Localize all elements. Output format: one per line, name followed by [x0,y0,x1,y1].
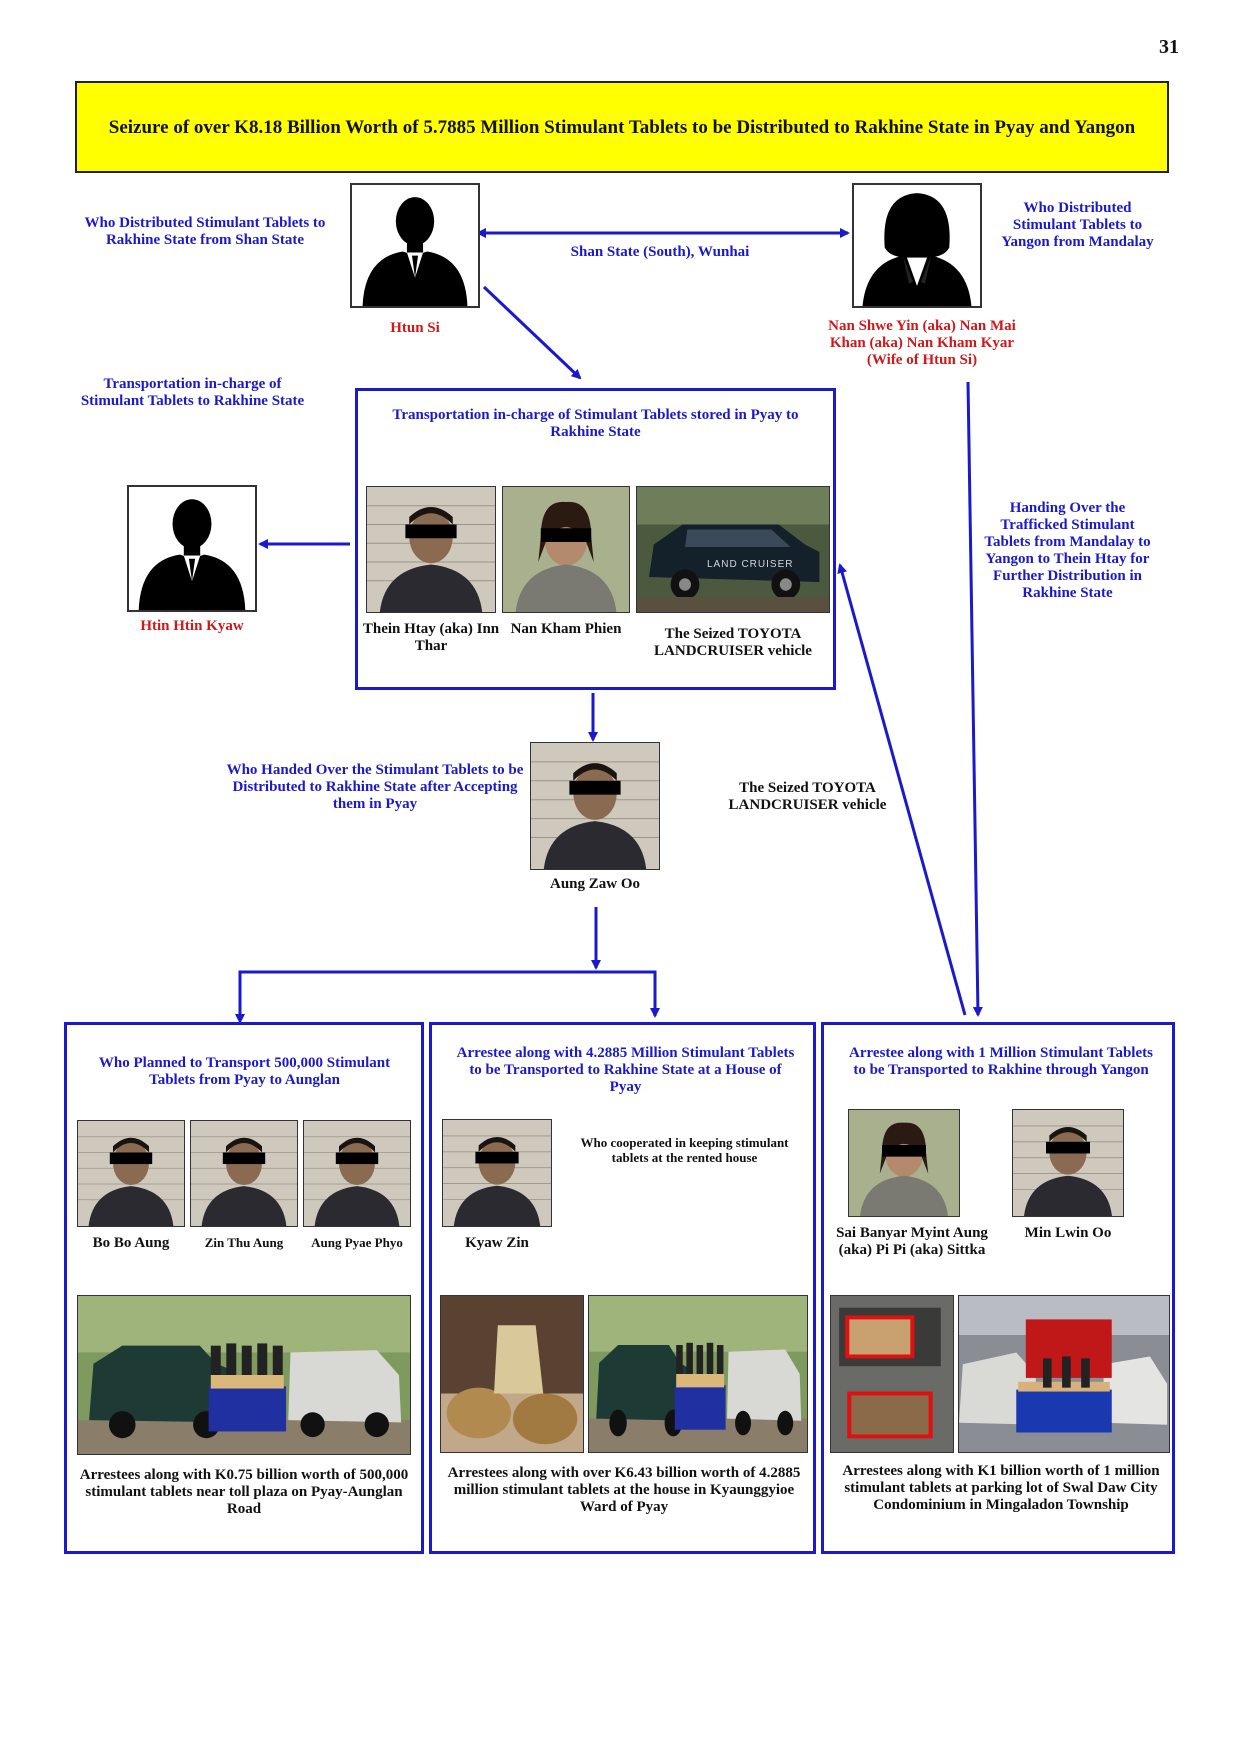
nan-shwe-yin-name: Nan Shwe Yin (aka) Nan Mai Khan (aka) Na… [828,318,1016,368]
box-title: Who Planned to Transport 500,000 Stimula… [98,1055,391,1088]
person-name: Sai Banyar Myint Aung (aka) Pi Pi (aka) … [836,1225,988,1258]
box-caption: Arrestees along with K0.75 billion worth… [79,1467,409,1517]
blurred-face-icon [190,1120,298,1227]
vehicle-icon: LAND CRUISER [636,486,830,613]
person-silhouette-icon [350,183,480,308]
arrow-nan-shwe-yin-to-yangon-box [966,381,983,1017]
blurred-face-icon [366,486,496,613]
link-label: Shan State (South), Wunhai [570,244,750,260]
seizure-photo [77,1295,411,1455]
box-title: Arrestee along with 1 Million Stimulant … [849,1045,1153,1078]
blurred-face-icon [502,486,630,613]
htun-si-role: Who Distributed Stimulant Tablets to Rak… [84,215,326,248]
box-pyay-house: Arrestee along with 4.2885 Million Stimu… [429,1022,816,1554]
arrow-htun-si-to-transport-box [482,285,582,380]
blurred-face-icon [442,1119,552,1227]
nan-shwe-yin-role: Who Distributed Stimulant Tablets to Yan… [1001,200,1154,250]
page-title: Seizure of over K8.18 Billion Worth of 5… [75,81,1169,173]
box-aunglan: Who Planned to Transport 500,000 Stimula… [64,1022,424,1554]
transport-box-title: Transportation in-charge of Stimulant Ta… [392,407,799,440]
woman-silhouette-icon [852,183,982,308]
person-name: Bo Bo Aung [92,1235,170,1251]
person-name: Nan Kham Phien [510,621,622,637]
blurred-face-icon [530,742,660,870]
htin-htin-kyaw-role: Transportation in-charge of Stimulant Ta… [80,376,305,409]
aung-zaw-oo-role: Who Handed Over the Stimulant Tablets to… [226,762,524,812]
kyaw-zin-note: Who cooperated in keeping stimulant tabl… [580,1135,789,1165]
page-number: 31 [1159,36,1179,58]
box-title: Arrestee along with 4.2885 Million Stimu… [456,1045,795,1095]
arrow-yangon-box-to-vehicle [837,563,967,1016]
box-caption: Arrestees along with over K6.43 billion … [447,1465,801,1515]
person-name: Zin Thu Aung [204,1235,284,1250]
box-yangon: Arrestee along with 1 Million Stimulant … [821,1022,1175,1554]
box-caption: Arrestees along with K1 billion worth of… [842,1463,1160,1513]
vehicle-note: The Seized TOYOTA LANDCRUISER vehicle [728,780,887,813]
vehicle-lettering: LAND CRUISER [707,559,794,570]
seizure-photo [440,1295,584,1453]
person-name: Min Lwin Oo [1024,1225,1112,1241]
handover-note: Handing Over the Trafficked Stimulant Ta… [984,500,1151,601]
seizure-photo [830,1295,954,1453]
blurred-face-icon [77,1120,185,1227]
arrow-split-left-right [235,970,660,1024]
blurred-face-icon [303,1120,411,1227]
transport-box: Transportation in-charge of Stimulant Ta… [355,388,836,690]
person-silhouette-icon [127,485,257,612]
seizure-photo [958,1295,1170,1453]
person-name: Kyaw Zin [465,1235,529,1251]
htin-htin-kyaw-name: Htin Htin Kyaw [140,618,244,634]
seizure-photo [588,1295,808,1453]
vehicle-caption: The Seized TOYOTA LANDCRUISER vehicle [654,626,812,659]
person-name: Aung Pyae Phyo [311,1235,403,1250]
aung-zaw-oo-name: Aung Zaw Oo [549,876,641,892]
htun-si-name: Htun Si [390,320,440,336]
blurred-face-icon [848,1109,960,1217]
person-name: Thein Htay (aka) Inn Thar [362,621,500,654]
blurred-face-icon [1012,1109,1124,1217]
